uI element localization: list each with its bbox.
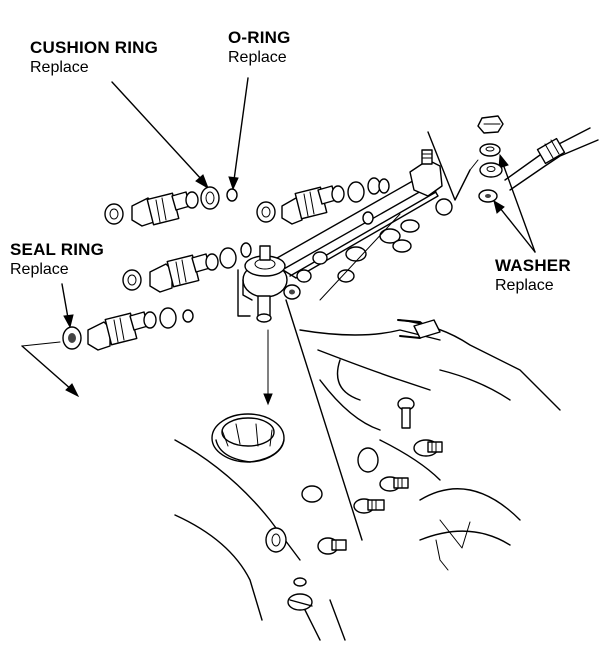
washer-callout: WASHER Replace <box>495 256 571 296</box>
injector-row-1 <box>104 186 238 227</box>
o-ring-leader <box>228 77 249 191</box>
injector-row-3 <box>122 242 252 293</box>
washer-leader-bottom <box>493 199 536 253</box>
seal-ring-leader <box>61 283 74 329</box>
o-ring-title: O-RING <box>228 28 291 47</box>
cushion-ring-title: CUSHION RING <box>30 38 159 57</box>
washer-title: WASHER <box>495 256 571 275</box>
injector-row-2 <box>256 181 365 225</box>
left-pointer-lines <box>21 341 80 398</box>
guide-lines <box>263 213 401 541</box>
washer-instruction: Replace <box>495 277 554 295</box>
manifold-bolts <box>265 397 443 555</box>
cushion-ring-leader <box>111 81 209 190</box>
oil-filler-cap <box>211 413 285 463</box>
o-ring-callout: O-RING Replace <box>228 28 291 68</box>
fuel-rail <box>269 149 453 300</box>
cushion-ring-instruction: Replace <box>30 59 89 77</box>
seal-ring-callout: SEAL RING Replace <box>10 240 104 280</box>
engine-outline <box>174 319 561 641</box>
cushion-ring-callout: CUSHION RING Replace <box>30 38 158 78</box>
washer-nut-group <box>427 115 599 203</box>
injector-row-4 <box>62 307 194 351</box>
washer-leader-top <box>498 153 536 253</box>
hose-clamps <box>287 319 441 611</box>
pressure-regulator <box>237 245 288 323</box>
seal-ring-instruction: Replace <box>10 261 69 279</box>
seal-ring-title: SEAL RING <box>10 240 105 259</box>
o-ring-instruction: Replace <box>228 49 287 67</box>
